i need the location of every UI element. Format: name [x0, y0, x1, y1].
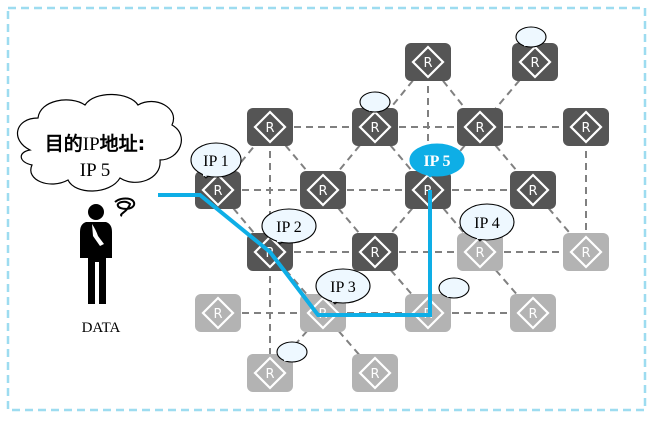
router-icon [569, 110, 603, 144]
router-icon [463, 110, 497, 144]
destination-thought-cloud: 目的IP地址: IP 5 [16, 93, 182, 192]
empty-bubble-r-a2 [359, 91, 391, 113]
router-r-top-2[interactable]: R [512, 43, 558, 81]
router-body [563, 233, 609, 271]
bubble-label: IP 3 [330, 279, 356, 296]
router-glyph: R [475, 121, 484, 136]
router-body [457, 233, 503, 271]
router-body [352, 233, 398, 271]
router-icon [358, 356, 392, 390]
router-r-b2[interactable]: R [300, 171, 346, 209]
router-icon [358, 110, 392, 144]
router-body [247, 108, 293, 146]
empty-bubble-r-e1 [276, 341, 308, 363]
router-icon [253, 110, 287, 144]
router-body [510, 171, 556, 209]
router-icon [253, 235, 287, 269]
confused-person-icon [80, 197, 136, 304]
cloud-line-2: IP 5 [80, 160, 110, 181]
router-glyph: R [213, 307, 222, 322]
router-icon [358, 235, 392, 269]
router-icon [569, 235, 603, 269]
router-r-a2[interactable]: R [352, 108, 398, 146]
label-bubble-r-b3: IP 5 [409, 143, 465, 178]
router-glyph: R [370, 367, 379, 382]
bubble-label: IP 5 [423, 153, 450, 170]
router-glyph: R [370, 121, 379, 136]
router-icon [253, 356, 287, 390]
router-glyph: R [530, 56, 539, 71]
bubble-label: IP 1 [203, 153, 229, 170]
bubble-label: IP 2 [276, 219, 302, 236]
router-glyph: R [581, 246, 590, 261]
routing-path-line [158, 190, 432, 317]
router-body [247, 354, 293, 392]
router-glyph: R [475, 246, 484, 261]
router-icon [201, 173, 235, 207]
router-glyph: R [528, 307, 537, 322]
router-icon [516, 173, 550, 207]
cloud-shape [16, 93, 182, 192]
user-label: DATA [82, 320, 121, 336]
label-bubble-r-c3: IP 4 [459, 203, 515, 242]
bubble-label: IP 4 [474, 215, 500, 232]
router-icon [411, 296, 445, 330]
router-r-top-1[interactable]: R [405, 43, 451, 81]
router-body [195, 294, 241, 332]
cloud-text-suffix: 地址: [100, 132, 146, 155]
router-glyph: R [528, 184, 537, 199]
router-r-a1[interactable]: R [247, 108, 293, 146]
router-r-e1[interactable]: R [247, 354, 293, 392]
router-icon [306, 173, 340, 207]
router-r-e2[interactable]: R [352, 354, 398, 392]
router-icon [518, 45, 552, 79]
router-body [563, 108, 609, 146]
router-glyph: R [265, 367, 274, 382]
router-body [352, 108, 398, 146]
router-glyph: R [318, 184, 327, 199]
router-glyph: R [581, 121, 590, 136]
label-bubble-r-d2: IP 3 [315, 268, 371, 305]
router-body [300, 171, 346, 209]
router-r-a3[interactable]: R [457, 108, 503, 146]
cloud-line-1: 目的IP地址: [45, 132, 146, 155]
router-r-a4[interactable]: R [563, 108, 609, 146]
empty-bubble-r-top-2 [515, 26, 547, 48]
bubbles-layer: IP 1 IP 5 IP 2 IP 4 IP 3 [190, 26, 547, 363]
router-body [405, 43, 451, 81]
label-bubble-r-b1: IP 1 [190, 142, 242, 179]
diagram-frame [6, 6, 647, 412]
router-body [512, 43, 558, 81]
router-body [352, 354, 398, 392]
router-icon [411, 45, 445, 79]
router-body [510, 294, 556, 332]
router-glyph: R [423, 56, 432, 71]
router-glyph: R [213, 184, 222, 199]
confusion-scribble-icon [114, 197, 136, 217]
router-r-c2[interactable]: R [352, 233, 398, 271]
router-r-d1[interactable]: R [195, 294, 241, 332]
router-glyph: R [370, 246, 379, 261]
router-r-c4[interactable]: R [563, 233, 609, 271]
router-glyph: R [265, 121, 274, 136]
router-r-d4[interactable]: R [510, 294, 556, 332]
router-r-c3[interactable]: R [457, 233, 503, 271]
cloud-text-prefix: 目的 [45, 132, 83, 155]
router-icon [516, 296, 550, 330]
empty-bubble-r-d3 [438, 277, 470, 299]
router-icon [201, 296, 235, 330]
routing-path [158, 190, 432, 317]
router-body [457, 108, 503, 146]
label-bubble-r-c1: IP 2 [261, 208, 317, 245]
router-r-b4[interactable]: R [510, 171, 556, 209]
cloud-text-ip: IP [83, 134, 100, 155]
router-icon [463, 235, 497, 269]
